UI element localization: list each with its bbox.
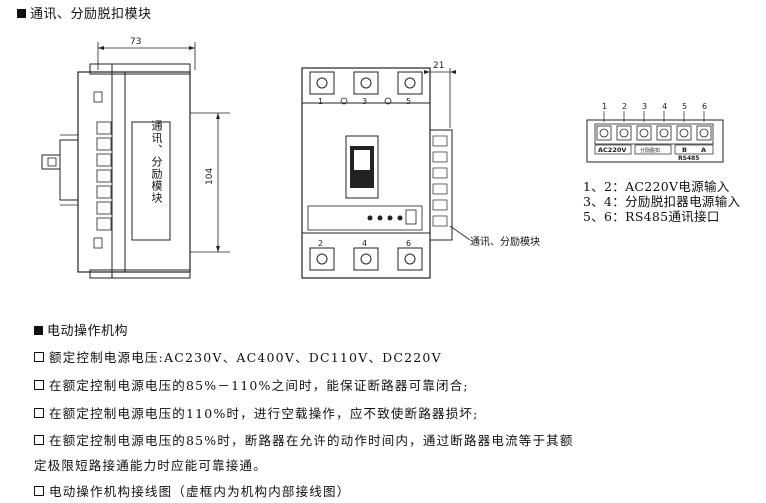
spec-line-4: 在额定控制电源电压的85%时，断路器在允许的动作时间内，通过断路器电流等于其额 [34,430,574,449]
bottom-terminal-6: 6 [406,239,411,248]
tb-label-b: B [682,146,687,154]
terminal-block-drawing: 1 2 3 4 5 6 AC220V 分励脱扣 B A RS485 [586,102,724,163]
bottom-terminal-4: 4 [362,239,367,248]
dim-side-label: 21 [433,61,444,71]
spec-line-2: 在额定控制电源电压的85%－110%之间时，能保证断路器可靠闭合; [34,375,469,394]
front-view-drawing: 21 1 3 5 2 4 6 [301,61,471,279]
tb-num-4: 4 [662,102,667,111]
legend-line-3: 5、6：RS485通讯接口 [583,209,720,224]
tb-label-a: A [701,146,706,154]
tb-label-rs: RS485 [678,155,699,162]
spec-line-1: 额定控制电源电压:AC230V、AC400V、DC110V、DC220V [34,347,442,366]
section-title-motor-operator: 电动操作机构 [34,320,128,339]
square-bullet-icon [34,326,43,335]
tb-num-2: 2 [622,102,627,111]
tb-label-ac: AC220V [598,146,626,154]
bottom-terminal-2: 2 [318,239,323,248]
legend-line-1: 1、2：AC220V电源输入 [583,179,730,194]
checkbox-icon [34,352,44,362]
spec-line-6: 电动操作机构接线图（虚框内为机构内部接线图） [34,481,350,500]
tb-num-5: 5 [682,102,687,111]
tb-num-1: 1 [602,102,607,111]
checkbox-icon [34,408,44,418]
square-bullet-icon [17,9,26,18]
section-title-comm-module: 通讯、分励脱扣模块 [17,3,152,22]
legend-line-2: 3、4：分励脱扣器电源输入 [583,194,741,209]
tb-num-3: 3 [642,102,647,111]
side-module-label: 通讯、分励模块 [150,120,163,204]
dim-height-label: 104 [205,168,215,185]
checkbox-icon [34,486,44,496]
spec-line-5: 定极限短路接通能力时应能可靠接通。 [34,458,267,473]
spec-line-3: 在额定控制电源电压的110%时，进行空载操作，应不致使断路器损坏; [34,403,479,422]
front-callout-label: 通讯、分励模块 [470,237,540,248]
top-terminal-3: 3 [362,97,367,106]
tb-label-shunt: 分励脱扣 [640,147,660,154]
top-terminal-1: 1 [318,97,323,106]
tb-num-6: 6 [702,102,707,111]
dim-width-label: 73 [130,37,141,47]
checkbox-icon [34,380,44,390]
checkbox-icon [34,435,44,445]
side-view-drawing: 73 104 [41,37,230,279]
top-terminal-5: 5 [406,97,411,106]
